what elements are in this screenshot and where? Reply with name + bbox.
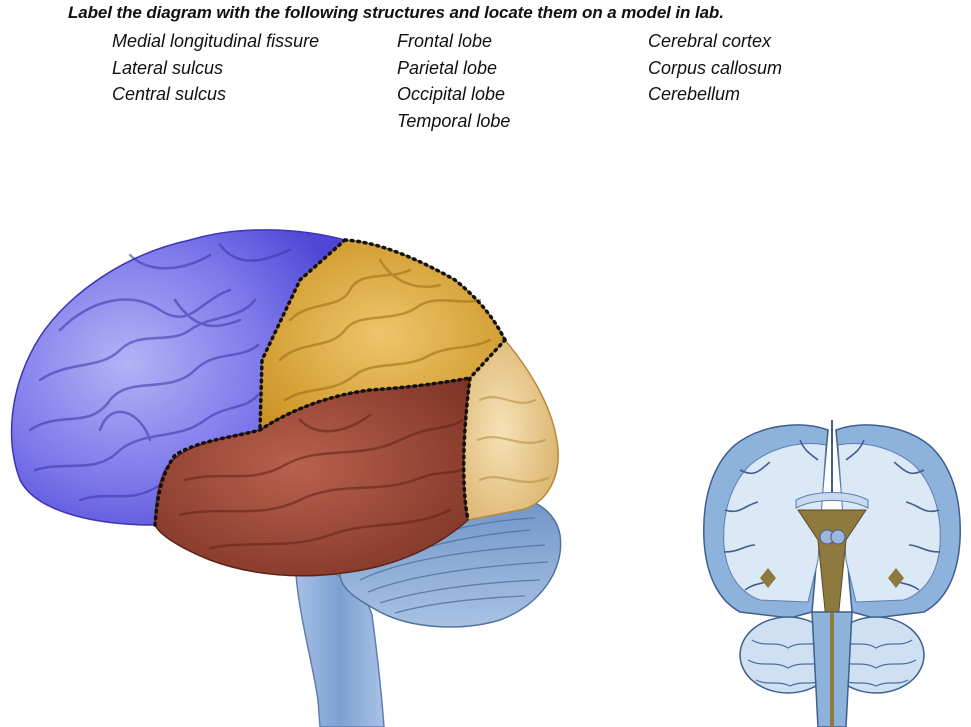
- central-sulcus-boundary: [258, 238, 347, 432]
- term-parietal-lobe: Parietal lobe: [397, 57, 498, 78]
- frontal-gyri: [28, 243, 292, 502]
- coronal-gyri: [723, 439, 941, 591]
- term-list-column-3: Cerebral cortex Corpus callosum Cerebell…: [648, 28, 782, 108]
- occipital-gyri: [476, 396, 550, 483]
- term-temporal-lobe: Temporal lobe: [397, 110, 511, 131]
- coronal-cerebellum: [739, 616, 925, 694]
- parietal-gyri: [278, 258, 492, 402]
- cerebral-aqueduct: [830, 612, 834, 727]
- left-inferior-horn: [760, 568, 776, 588]
- lateral-sulcus-boundary: [153, 376, 472, 527]
- lobe-boundaries: [153, 238, 507, 527]
- term-occipital-lobe: Occipital lobe: [397, 84, 506, 104]
- term-medial-longitudinal-fissure: Medial longitudinal fissure: [112, 31, 320, 51]
- temporal-gyri: [178, 413, 466, 550]
- term-lateral-sulcus: Lateral sulcus: [112, 57, 224, 78]
- right-inferior-horn: [888, 568, 904, 588]
- term-corpus-callosum: Corpus callosum: [648, 57, 783, 78]
- cerebellum-folia: [359, 517, 549, 614]
- thalamus-right: [830, 529, 846, 545]
- term-central-sulcus: Central sulcus: [112, 84, 227, 104]
- corpus-callosum: [795, 492, 869, 509]
- lateral-brain-diagram: [10, 229, 562, 727]
- coronal-section-diagram: [703, 420, 961, 727]
- term-cerebellum: Cerebellum: [648, 84, 741, 104]
- term-cerebral-cortex: Cerebral cortex: [648, 31, 772, 51]
- instruction-text: Label the diagram with the following str…: [68, 3, 724, 22]
- parieto-occipital-boundary: [462, 338, 507, 522]
- term-frontal-lobe: Frontal lobe: [397, 31, 493, 51]
- term-list-column-1: Medial longitudinal fissure Lateral sulc…: [112, 28, 319, 108]
- term-list-column-2: Frontal lobe Parietal lobe Occipital lob…: [397, 28, 510, 134]
